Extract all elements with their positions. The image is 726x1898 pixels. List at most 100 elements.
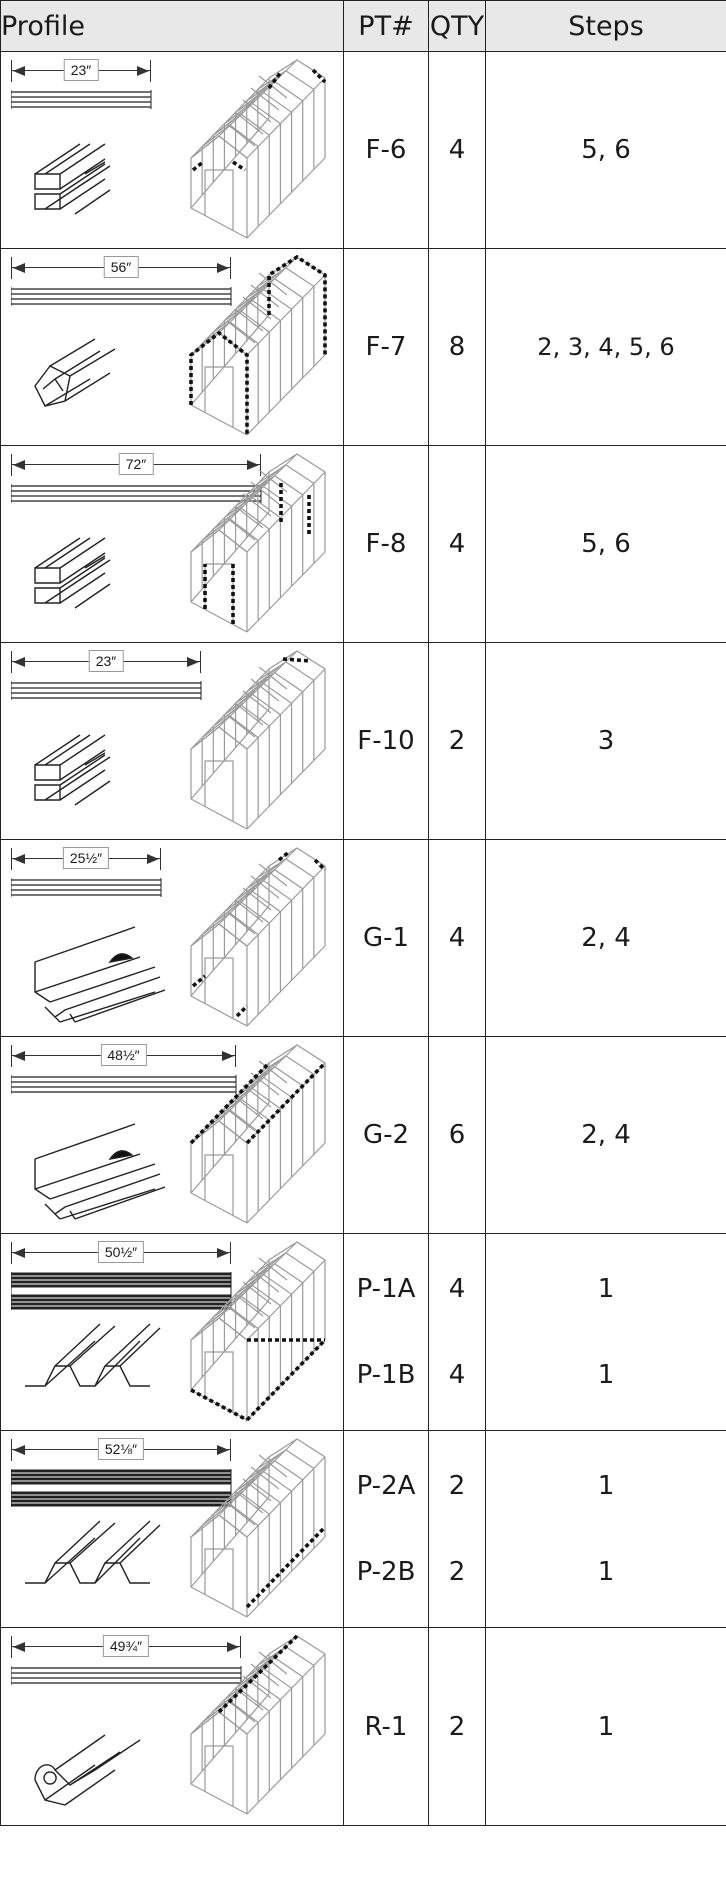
assembly-steps: 1 <box>597 1274 615 1304</box>
part-row: 25½″ G-1 4 2, 4 <box>0 839 726 1037</box>
double-channel-profile-icon <box>34 143 111 215</box>
angled-frame-profile-icon <box>34 338 116 407</box>
quantity: 8 <box>448 332 466 362</box>
qty-cell: 4 <box>428 445 486 643</box>
profile-cell: 49¾″ <box>0 1627 344 1826</box>
pt-cell: P-2A P-2B <box>343 1430 429 1628</box>
profile-cell: 48½″ <box>0 1036 344 1234</box>
length-label: 48½″ <box>100 1044 147 1066</box>
qty-cell: 8 <box>428 248 486 446</box>
qty-cell: 2 <box>428 642 486 840</box>
greenhouse-frame-icon <box>190 650 326 830</box>
pt-cell: R-1 <box>343 1627 429 1826</box>
extrusion-side-view-icon <box>11 1469 232 1507</box>
length-label: 25½″ <box>62 847 110 869</box>
header-profile: Profile <box>0 0 344 52</box>
extrusion-side-view-icon <box>11 1075 237 1094</box>
extrusion-side-view-icon <box>11 1666 242 1685</box>
quantity: 4 <box>448 1360 466 1390</box>
part-number: P-2A <box>356 1471 416 1501</box>
profile-cell: 23″ <box>0 51 344 249</box>
double-channel-profile-icon <box>34 734 111 806</box>
steps-cell: 2, 4 <box>485 1036 726 1234</box>
quantity: 4 <box>448 529 466 559</box>
length-dimension: 52⅛″ <box>11 1437 231 1463</box>
length-label: 49¾″ <box>102 1635 150 1657</box>
qty-cell: 6 <box>428 1036 486 1234</box>
part-number: F-10 <box>357 726 415 756</box>
qty-cell: 4 <box>428 839 486 1037</box>
part-number: F-7 <box>365 332 407 362</box>
length-label: 72″ <box>118 453 154 475</box>
pt-cell: F-10 <box>343 642 429 840</box>
pt-cell: F-6 <box>343 51 429 249</box>
greenhouse-frame-icon <box>190 59 327 239</box>
part-number: G-2 <box>362 1120 410 1150</box>
assembly-steps: 5, 6 <box>581 135 631 165</box>
header-row: Profile PT# QTY Steps <box>0 0 726 52</box>
part-number: F-6 <box>365 135 407 165</box>
assembly-steps: 2, 3, 4, 5, 6 <box>537 333 675 361</box>
length-dimension: 56″ <box>11 255 231 281</box>
length-label: 56″ <box>103 256 139 278</box>
part-number: P-2B <box>356 1557 416 1587</box>
extrusion-side-view-icon <box>11 484 262 503</box>
length-dimension: 23″ <box>11 649 201 675</box>
assembly-steps: 1 <box>597 1711 615 1742</box>
assembly-steps: 1 <box>597 1360 615 1390</box>
qty-cell: 2 <box>428 1627 486 1826</box>
pt-cell: F-8 <box>343 445 429 643</box>
qty-cell: 4 <box>428 51 486 249</box>
header-pt: PT# <box>343 0 429 52</box>
length-dimension: 50½″ <box>11 1240 231 1266</box>
profile-cell: 56″ <box>0 248 344 446</box>
greenhouse-frame-icon <box>190 847 327 1027</box>
double-channel-profile-icon <box>34 537 111 609</box>
length-dimension: 72″ <box>11 452 261 478</box>
parts-table: Profile PT# QTY Steps 23″ F-6 4 5, 6 56″ F-7 8… <box>0 0 726 1826</box>
pt-cell: P-1A P-1B <box>343 1233 429 1431</box>
assembly-steps: 3 <box>597 726 615 756</box>
steps-cell: 2, 3, 4, 5, 6 <box>485 248 726 446</box>
part-number: P-1B <box>356 1360 416 1390</box>
part-number: F-8 <box>365 529 407 559</box>
part-number: P-1A <box>356 1274 416 1304</box>
gutter-profile-icon <box>34 926 165 1023</box>
assembly-steps: 2, 4 <box>581 1120 631 1150</box>
assembly-steps: 5, 6 <box>581 529 631 559</box>
part-row: 49¾″ R-1 2 1 <box>0 1627 726 1826</box>
steps-cell: 2, 4 <box>485 839 726 1037</box>
length-dimension: 49¾″ <box>11 1634 241 1660</box>
zigzag-panel-profile-icon <box>25 1323 161 1387</box>
length-label: 50½″ <box>97 1241 145 1263</box>
part-row: 48½″ G-2 6 2, 4 <box>0 1036 726 1234</box>
steps-cell: 1 <box>485 1627 726 1826</box>
assembly-steps: 2, 4 <box>581 923 631 953</box>
part-row: 23″ F-10 2 3 <box>0 642 726 840</box>
extrusion-side-view-icon <box>11 1272 232 1310</box>
part-row: 56″ F-7 8 2, 3, 4, 5, 6 <box>0 248 726 446</box>
length-dimension: 23″ <box>11 58 151 84</box>
greenhouse-frame-icon <box>190 1241 327 1422</box>
greenhouse-frame-icon <box>190 1438 327 1618</box>
quantity: 4 <box>448 135 466 165</box>
part-row: 72″ F-8 4 5, 6 <box>0 445 726 643</box>
quantity: 2 <box>448 1711 466 1742</box>
steps-cell: 5, 6 <box>485 51 726 249</box>
extrusion-side-view-icon <box>11 681 202 700</box>
steps-cell: 5, 6 <box>485 445 726 643</box>
quantity: 4 <box>448 923 466 953</box>
quantity: 2 <box>448 1557 466 1587</box>
header-qty: QTY <box>428 0 486 52</box>
part-number: G-1 <box>362 923 410 953</box>
pt-cell: G-2 <box>343 1036 429 1234</box>
extrusion-side-view-icon <box>11 287 232 306</box>
profile-cell: 23″ <box>0 642 344 840</box>
